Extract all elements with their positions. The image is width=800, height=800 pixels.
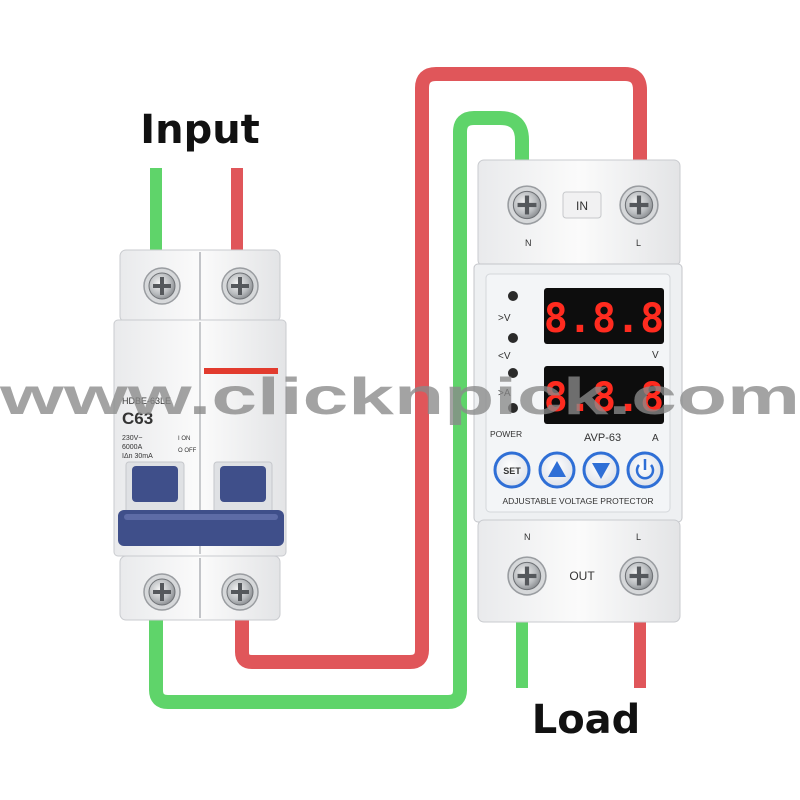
indicator-under-voltage: <V	[498, 351, 511, 362]
protector-caption: ADJUSTABLE VOLTAGE PROTECTOR	[503, 496, 654, 506]
arrow-up-icon	[548, 461, 566, 477]
breaker-on-label: I ON	[178, 436, 190, 442]
breaker-bottom-right-screw-icon	[221, 573, 259, 611]
indicator-over-voltage: >V	[498, 313, 511, 324]
power-button[interactable]	[626, 451, 664, 489]
current-unit: A	[652, 433, 659, 444]
voltage-protector: IN N L >V <V >A POWER 8.8.8 V 8.8.8 AVP-…	[473, 159, 683, 623]
indicator-power: POWER	[490, 429, 522, 439]
breaker-spec-3: IΔn 30mA	[122, 453, 153, 460]
down-button[interactable]	[582, 451, 620, 489]
set-button[interactable]: SET	[493, 451, 531, 489]
current-display-value: 8.8.8	[544, 375, 664, 421]
breaker-spec-2: 6000A	[122, 444, 143, 451]
protector-out-n-screw-icon	[507, 556, 547, 596]
up-button[interactable]	[538, 451, 576, 489]
breaker-off-label: O OFF	[178, 448, 197, 454]
watermark-text: www.clicknpick.com	[0, 368, 800, 426]
set-button-label: SET	[503, 466, 521, 476]
protector-out-l-screw-icon	[619, 556, 659, 596]
protector-out-n-label: N	[524, 532, 531, 542]
breaker-handle[interactable]	[118, 466, 284, 546]
current-display	[544, 366, 664, 424]
voltage-display	[544, 288, 664, 344]
input-neutral-wire	[150, 168, 162, 256]
protector-out-label: OUT	[569, 569, 595, 583]
protector-in-n-label: N	[525, 238, 532, 248]
load-label: Load	[532, 697, 641, 743]
voltage-unit: V	[652, 350, 659, 361]
trip-indicator	[204, 368, 278, 374]
live-wire-loop	[235, 67, 647, 669]
protector-model: AVP-63	[584, 432, 621, 444]
breaker-top-left-screw-icon	[143, 267, 181, 305]
protector-in-l-screw-icon	[619, 185, 659, 225]
breaker-bottom-left-screw-icon	[143, 573, 181, 611]
protector-in-n-screw-icon	[507, 185, 547, 225]
input-label: Input	[140, 107, 260, 153]
breaker-model: HDBE-63LE	[122, 396, 171, 406]
voltage-display-value: 8.8.8	[544, 296, 664, 342]
circuit-breaker: HDBE-63LE C63 230V~ 6000A IΔn 30mA I ON …	[113, 249, 287, 621]
breaker-rating: C63	[122, 409, 153, 428]
breaker-spec-1: 230V~	[122, 435, 142, 442]
breaker-top-right-screw-icon	[221, 267, 259, 305]
neutral-wire-loop	[149, 111, 529, 709]
protector-in-l-label: L	[636, 238, 641, 248]
protector-out-l-label: L	[636, 532, 641, 542]
indicator-over-current: >A	[498, 388, 511, 399]
arrow-down-icon	[592, 463, 610, 479]
protector-in-label: IN	[576, 199, 588, 213]
power-icon	[635, 459, 655, 480]
input-live-wire	[231, 168, 243, 256]
